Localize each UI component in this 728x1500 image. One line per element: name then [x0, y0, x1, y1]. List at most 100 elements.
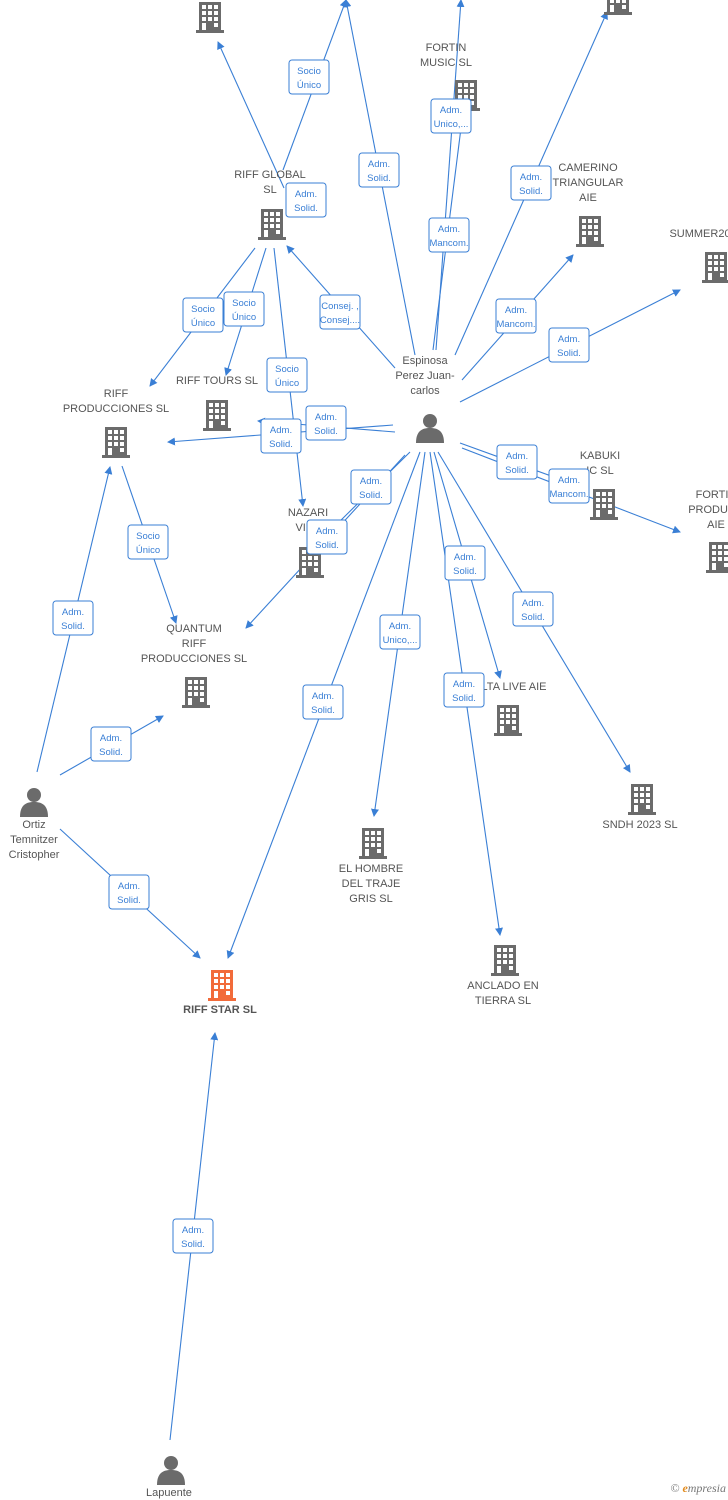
edge-label[interactable]: Adm.Solid. [172, 1218, 214, 1254]
edge-label[interactable]: Adm.Solid. [306, 519, 348, 555]
node-kabuki[interactable]: KABUKI IC SL [580, 450, 620, 520]
edge-label-text: Adm. [438, 224, 460, 235]
edge-label-text: Solid. [269, 439, 293, 450]
edge-label-box [266, 357, 308, 393]
node-label: MUSIC SL [420, 57, 472, 69]
person-icon [20, 788, 48, 817]
edge-label-text: Adm. [454, 552, 476, 563]
edge-label-text: Adm. [558, 334, 580, 345]
node-label: PRODUCC [688, 504, 728, 516]
edge-label[interactable]: Adm.Solid. [108, 874, 150, 910]
edge-label[interactable]: Adm.Solid. [358, 152, 400, 188]
edge-label[interactable]: Adm.Solid. [285, 182, 327, 218]
edge-label[interactable]: Adm.Solid. [350, 469, 392, 505]
node-label: Cristopher [9, 849, 60, 861]
edge-label-text: Único [136, 545, 160, 556]
edge-label[interactable]: Adm.Solid. [548, 327, 590, 363]
edge-label[interactable]: Adm.Solid. [90, 726, 132, 762]
person-icon [416, 414, 444, 443]
edge-label[interactable]: Adm. Solid. [260, 418, 302, 454]
node-label: RIFF STAR SL [183, 1004, 257, 1016]
edge-label[interactable]: Consej. ,Consej.... [319, 294, 361, 330]
edge-label-text: Adm. [270, 425, 292, 436]
node-fortin_producciones[interactable]: FORTINPRODUCCAIE [688, 489, 728, 573]
edge-label-box [548, 327, 590, 363]
node-label: AIE [707, 519, 725, 531]
edge-label[interactable]: Adm.Solid. [52, 600, 94, 636]
edge-label[interactable]: Adm.Solid. [510, 165, 552, 201]
edge-label-box [428, 217, 470, 253]
edge-label-box [495, 298, 537, 334]
building-icon [203, 400, 231, 431]
edge-label-box [288, 59, 330, 95]
building-icon [182, 677, 210, 708]
edge-label-text: Mancom. [549, 489, 588, 500]
edge-label-text: Adm. [520, 172, 542, 183]
edge-label-text: Unico,... [434, 119, 469, 130]
edge-label-text: Socio [275, 364, 299, 375]
edge-label-text: Solid. [367, 173, 391, 184]
node-label: RIFF [182, 638, 207, 650]
node-top_right_company[interactable] [604, 0, 632, 15]
edge-label-text: Solid. [505, 465, 529, 476]
edge-label[interactable]: Adm.Unico,... [379, 614, 421, 650]
node-lapuente[interactable]: Lapuente [146, 1456, 192, 1499]
node-label: DEL TRAJE [342, 878, 401, 890]
node-label: Espinosa [402, 355, 448, 367]
edge-label-box [172, 1218, 214, 1254]
edge-label[interactable]: Adm.Solid. [512, 591, 554, 627]
building-icon [590, 489, 618, 520]
edge-label-text: Adm. [522, 598, 544, 609]
edge-label-text: Solid. [453, 566, 477, 577]
edge-label-text: Adm. [182, 1225, 204, 1236]
edge-label[interactable]: Adm. Solid. [444, 545, 486, 581]
edge-label[interactable]: Adm.Unico,... [430, 98, 472, 134]
edge-label-text: Único [232, 312, 256, 323]
building-icon [258, 209, 286, 240]
edge-label-box [444, 545, 486, 581]
edge-label[interactable]: Adm.Mancom. [495, 298, 537, 334]
node-label: SUMMER20 [669, 228, 728, 240]
building-icon [491, 945, 519, 976]
brand-initial: e [682, 1481, 688, 1495]
edge-label[interactable]: Adm.Solid. [496, 444, 538, 480]
edge-label-text: Solid. [117, 895, 141, 906]
edge-label-box [430, 98, 472, 134]
edge-label-text: Socio [191, 304, 215, 315]
edge-label-box [285, 182, 327, 218]
edge-label-text: Adm. [312, 691, 334, 702]
building-icon [102, 427, 130, 458]
node-lta_live[interactable]: LTA LIVE AIE [481, 681, 547, 736]
node-top_left_company[interactable] [196, 2, 224, 33]
node-riff_star[interactable]: RIFF STAR SL [183, 970, 257, 1016]
node-sndh[interactable]: SNDH 2023 SL [602, 784, 678, 831]
node-label: RIFF TOURS SL [176, 375, 258, 387]
node-riff_tours[interactable]: RIFF TOURS SL [176, 375, 258, 431]
edge-label-box [182, 297, 224, 333]
edge-label[interactable]: Adm.Mancom. [548, 468, 590, 504]
edge-label[interactable]: Adm.Solid. [302, 684, 344, 720]
node-label: AIE [579, 192, 597, 204]
node-label: CAMERINO [558, 162, 618, 174]
edge-label-text: Adm. [453, 679, 475, 690]
node-summer[interactable]: SUMMER20 [669, 228, 728, 283]
edge-label[interactable]: Adm.Mancom. [428, 217, 470, 253]
edge-label[interactable]: Adm.Solid. [443, 672, 485, 708]
edge-label[interactable]: Adm.Solid. [305, 405, 347, 441]
edge-label-text: Unico,... [383, 635, 418, 646]
brand-watermark: © empresia [670, 1481, 726, 1496]
